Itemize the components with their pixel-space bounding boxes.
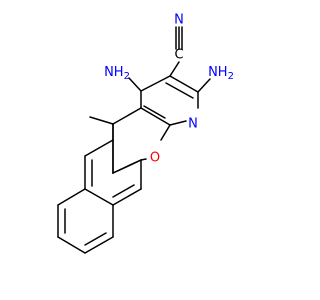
bond-lines bbox=[57, 26, 211, 254]
amino-left-bond bbox=[128, 77, 142, 92]
naph1-bond-4 bbox=[84, 188, 114, 206]
amino-left-label: NH2 bbox=[104, 65, 130, 83]
pyran-bond-1 bbox=[112, 107, 142, 125]
nitrile-nitrogen-label: N bbox=[174, 13, 184, 28]
amino-left-nh: NH bbox=[104, 65, 124, 80]
molecule-diagram: C N NH2 NH2 N O bbox=[57, 13, 234, 254]
naph2-bond-4 bbox=[84, 236, 114, 254]
pyridine-bond-2 bbox=[169, 75, 199, 93]
pyridine-bond-5-inner bbox=[143, 105, 166, 119]
amino-right-nh: NH bbox=[208, 65, 228, 80]
pyridine-bond-1 bbox=[140, 75, 171, 92]
pyridine-bond-4 bbox=[169, 120, 187, 126]
atom-labels: C N NH2 NH2 N O bbox=[104, 13, 234, 166]
methyl-bond bbox=[89, 116, 114, 125]
naph1-bond-5 bbox=[112, 188, 142, 206]
pyridine-bond-2-inner bbox=[165, 82, 194, 99]
naph2-bond-1 bbox=[57, 188, 86, 206]
amino-left-sub: 2 bbox=[124, 71, 130, 82]
pyran-bond-2 bbox=[160, 124, 171, 141]
nitrile-carbon-label: C bbox=[174, 48, 183, 63]
amino-right-label: NH2 bbox=[208, 65, 234, 83]
pyridine-nitrogen-label: N bbox=[188, 117, 198, 132]
pyridine-bond-5 bbox=[140, 107, 171, 126]
amino-right-bond bbox=[197, 78, 211, 93]
pyran-bond-3 bbox=[140, 158, 147, 161]
naph2-bond-3 bbox=[57, 236, 86, 254]
amino-right-sub: 2 bbox=[228, 71, 234, 82]
naph2-bond-4-inner bbox=[84, 232, 107, 246]
naph1-bond-1 bbox=[84, 139, 114, 157]
naph1-bond-5-inner bbox=[112, 184, 135, 198]
naph1-link-2 bbox=[112, 159, 142, 174]
molecule-structure-canvas: C N NH2 NH2 N O bbox=[57, 13, 234, 254]
pyran-oxygen-label: O bbox=[150, 151, 160, 166]
nitrile-attach-bond bbox=[169, 61, 180, 77]
